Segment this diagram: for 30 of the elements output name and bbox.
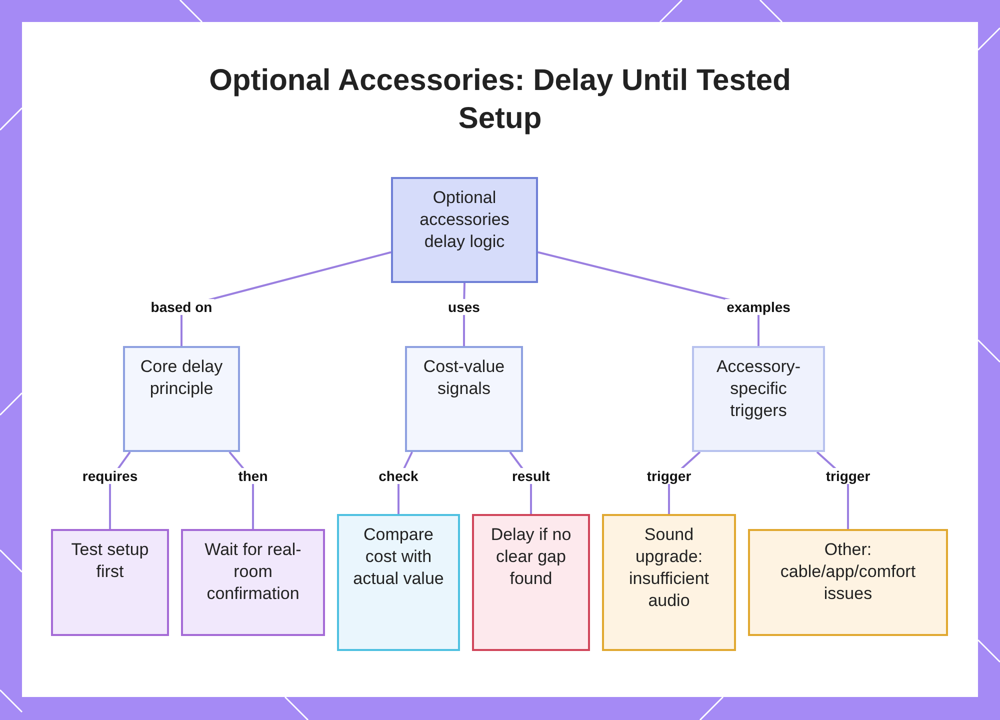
process-box [337, 514, 460, 651]
edge-label: check [376, 468, 420, 484]
diagram-title: Optional Accessories: Delay Until Tested Setup [208, 63, 792, 137]
node-text: Cost-value signals [422, 356, 506, 400]
process-box [181, 529, 325, 636]
edge-label: result [510, 468, 552, 484]
process-box [472, 514, 590, 651]
edge-label: based on [148, 299, 214, 315]
node-text: Delay if no clear gap found [490, 524, 572, 590]
node-text: Accessory-specific triggers [715, 356, 802, 422]
process-box [602, 514, 736, 651]
edge-label: requires [80, 468, 140, 484]
node-text: Sound upgrade: insufficient audio [628, 524, 710, 612]
node-text: Compare cost with actual value [352, 524, 445, 590]
node-text: Optional accessories delay logic [418, 187, 510, 253]
process-box [51, 529, 169, 636]
edge-label: trigger [644, 468, 694, 484]
process-box [391, 177, 538, 283]
edge-label: examples [724, 299, 792, 315]
process-box [405, 346, 523, 452]
edge-label: trigger [824, 468, 872, 484]
process-box [692, 346, 825, 452]
node-text: Test setup first [70, 539, 150, 583]
process-box [123, 346, 240, 452]
edge-label: uses [446, 299, 482, 315]
process-box [748, 529, 948, 636]
node-text: Other: cable/app/comfort issues [779, 539, 917, 605]
node-text: Core delay principle [139, 356, 224, 400]
node-text: Wait for real-room confirmation [204, 539, 302, 605]
edge-label: then [236, 468, 270, 484]
